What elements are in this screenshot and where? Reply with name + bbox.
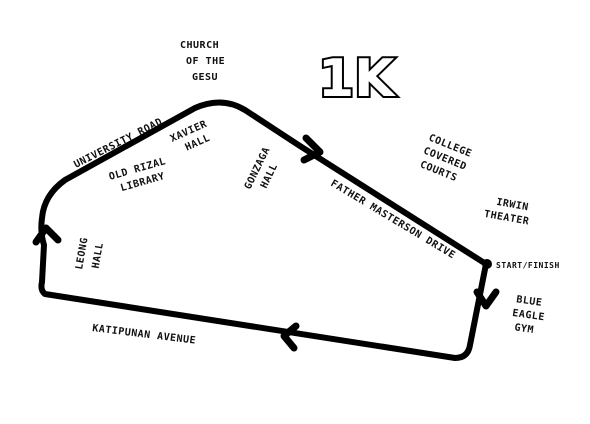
svg-text:BLUE: BLUE [516, 294, 543, 309]
svg-text:CHURCH: CHURCH [180, 40, 219, 51]
chevron-arrow-icon [32, 224, 62, 246]
svg-text:GESU: GESU [192, 72, 218, 83]
road-label-father-masterson-drive: FATHER MASTERSON DRIVE [328, 178, 457, 261]
page-title: 1K [318, 49, 396, 109]
road-label-katipunan-avenue: KATIPUNAN AVENUE [92, 323, 197, 347]
start-finish-dot-icon [482, 259, 492, 269]
landmark-blue-eagle-gym: BLUE EAGLE GYM [512, 294, 546, 336]
svg-text:OF THE: OF THE [186, 56, 225, 67]
landmark-old-rizal-library: OLD RIZAL LIBRARY [108, 156, 167, 194]
landmark-xavier-hall: XAVIER HALL [169, 119, 212, 154]
svg-text:EAGLE: EAGLE [512, 308, 546, 323]
svg-text:GYM: GYM [514, 322, 535, 336]
landmark-college-covered-courts: COLLEGE COVERED COURTS [418, 133, 473, 185]
landmark-irwin-theater: IRWIN THEATER [483, 197, 530, 228]
svg-text:HALL: HALL [91, 242, 106, 270]
chevron-arrow-icon [473, 288, 500, 310]
landmark-gonzaga-hall: GONZAGA HALL [243, 145, 280, 191]
landmark-leong-hall: LEONG HALL [74, 236, 106, 270]
chevron-arrow-icon [280, 322, 300, 352]
chevron-arrow-icon [300, 134, 324, 164]
landmark-church-of-the-gesu: CHURCH OF THE GESU [180, 40, 225, 83]
svg-text:LEONG: LEONG [74, 236, 90, 270]
start-finish-label: START/FINISH [496, 261, 560, 270]
